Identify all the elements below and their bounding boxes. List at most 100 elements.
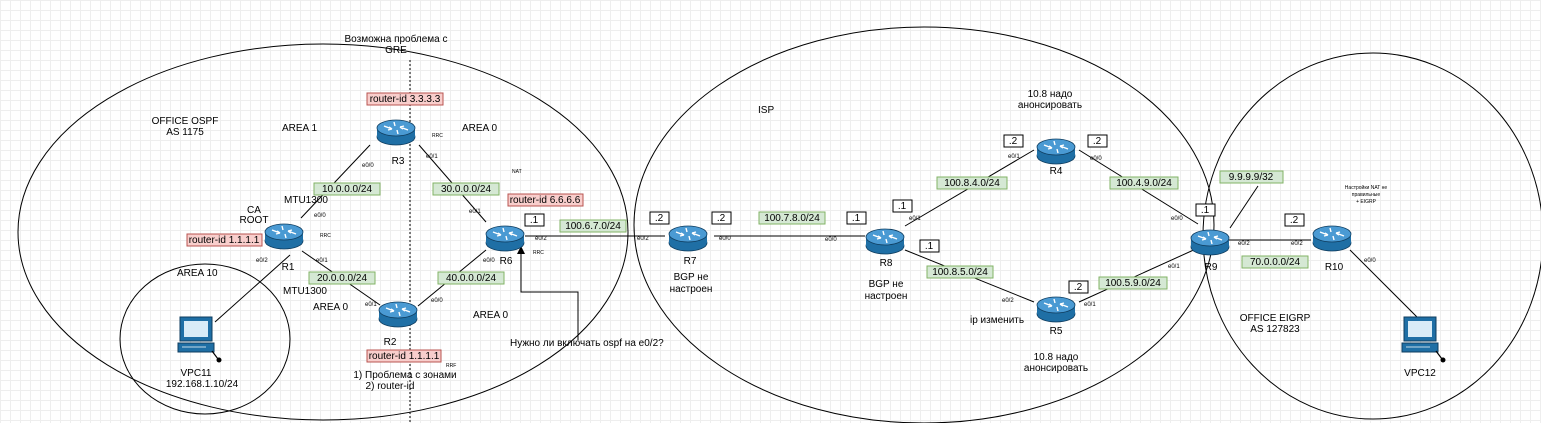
note-adv-bot-line1: 10.8 надо xyxy=(1034,352,1079,363)
router-r7-name: R7 xyxy=(684,256,697,267)
rid-r1: router-id 1.1.1.1 xyxy=(189,235,260,246)
if-r10-e00: e0/0 xyxy=(1364,258,1376,264)
area1-label: AREA 1 xyxy=(282,123,317,134)
ospf-question-arrow xyxy=(520,252,579,340)
note-nat-r10-line2: правильные xyxy=(1352,192,1381,198)
if-r2-e01: e0/1 xyxy=(365,302,377,308)
if-r9-e01: e0/1 xyxy=(1168,264,1180,270)
subnet-70: 70.0.0.0/24 xyxy=(1250,257,1300,268)
if-r7-e02: e0/2 xyxy=(637,236,649,242)
arrow-head xyxy=(517,246,525,254)
note-bgp8-line2: настроен xyxy=(865,291,908,302)
vpc11-ip: 192.168.1.10/24 xyxy=(166,379,239,390)
router-r5-name: R5 xyxy=(1050,326,1063,337)
note-nat-r10-line3: + EIGRP xyxy=(1356,199,1377,205)
router-r3-sub: RRC xyxy=(432,133,443,139)
router-r6-name: R6 xyxy=(500,256,513,267)
note-adv-top-line1: 10.8 надо xyxy=(1028,89,1073,100)
office-eigrp-area xyxy=(1202,52,1541,420)
host-r7-2b: .2 xyxy=(717,213,726,224)
subnet-100-6: 100.6.7.0/24 xyxy=(565,221,621,232)
if-r6-e00: e0/0 xyxy=(483,258,495,264)
vpc11-icon[interactable] xyxy=(177,316,223,364)
area10-circle xyxy=(119,263,291,415)
host-r8-1b: .1 xyxy=(898,201,907,212)
host-r4-2a: .2 xyxy=(1009,136,1018,147)
note-ospf-question: Нужно ли включать ospf на e0/2? xyxy=(510,338,664,349)
router-r3-icon[interactable] xyxy=(376,119,416,146)
isp-label: ISP xyxy=(758,105,774,116)
note-zones-line2: 2) router-id xyxy=(366,381,415,392)
subnet-40: 40.0.0.0/24 xyxy=(446,273,496,284)
if-r5-e01: e0/1 xyxy=(1084,302,1096,308)
note-ip-change: ip изменить xyxy=(970,315,1024,326)
router-r2-name: R2 xyxy=(384,337,397,348)
if-r6-e02: e0/2 xyxy=(535,236,547,242)
area0-br-label: AREA 0 xyxy=(473,310,508,321)
router-r10-name: R10 xyxy=(1325,262,1344,273)
router-r3-name: R3 xyxy=(392,156,405,167)
host-r6-1: .1 xyxy=(530,215,539,226)
office-ospf-area xyxy=(17,43,629,421)
router-r7-icon[interactable] xyxy=(668,225,708,252)
if-r5-e02: e0/2 xyxy=(1002,298,1014,304)
rid-r6: router-id 6.6.6.6 xyxy=(510,195,581,206)
note-nat-r10-line1: Настройки NAT не xyxy=(1345,184,1388,191)
subnet-20: 20.0.0.0/24 xyxy=(317,273,367,284)
router-r6-icon[interactable] xyxy=(485,225,525,252)
router-r6-sub: RRC xyxy=(533,250,544,256)
if-r7-e00: e0/0 xyxy=(719,236,731,242)
subnet-30: 30.0.0.0/24 xyxy=(441,184,491,195)
if-r1-e00: e0/0 xyxy=(314,213,326,219)
subnet-100-5: 100.5.9.0/24 xyxy=(1105,278,1161,289)
office-ospf-line1: OFFICE OSPF xyxy=(152,116,219,127)
router-r8-icon[interactable] xyxy=(865,228,905,255)
if-r3-e00: e0/0 xyxy=(362,163,374,169)
router-r1-sub: RRC xyxy=(320,233,331,239)
vpc11-name: VPC11 xyxy=(181,368,212,379)
subnet-10: 10.0.0.0/24 xyxy=(322,184,372,195)
subnet-9999: 9.9.9.9/32 xyxy=(1229,172,1274,183)
host-r9-1: .1 xyxy=(1201,205,1210,216)
host-r7-2a: .2 xyxy=(655,213,664,224)
if-r3-e01: e0/1 xyxy=(426,154,438,160)
router-r9-name: R9 xyxy=(1205,262,1218,273)
vpc12-icon[interactable] xyxy=(1401,316,1447,364)
router-r5-icon[interactable] xyxy=(1036,296,1076,323)
rid-r2: router-id 1.1.1.1 xyxy=(369,351,440,362)
note-gre-line1: Возможна проблема с xyxy=(344,33,447,45)
if-r9-e00: e0/0 xyxy=(1171,216,1183,222)
if-r9-e02: e0/2 xyxy=(1238,241,1250,247)
note-mtu-bot: MTU1300 xyxy=(283,286,327,297)
subnet-100-8-5: 100.8.5.0/24 xyxy=(932,267,988,278)
router-r1-icon[interactable] xyxy=(264,223,304,250)
note-ca-line2: ROOT xyxy=(240,215,269,226)
router-r2-sub: RRF xyxy=(446,363,456,369)
subnet-100-7: 100.7.8.0/24 xyxy=(764,213,820,224)
office-eigrp-line1: OFFICE EIGRP xyxy=(1240,313,1311,324)
router-r4-icon[interactable] xyxy=(1036,138,1076,165)
office-eigrp-line2: AS 127823 xyxy=(1250,324,1300,335)
router-r9-icon[interactable] xyxy=(1190,229,1230,256)
if-r8-e00: e0/0 xyxy=(825,237,837,243)
subnet-100-8-4: 100.8.4.0/24 xyxy=(944,178,1000,189)
rid-r3: router-id 3.3.3.3 xyxy=(370,94,441,105)
host-r4-2b: .2 xyxy=(1093,136,1102,147)
router-r2-icon[interactable] xyxy=(378,301,418,328)
if-r1-e01: e0/1 xyxy=(316,258,328,264)
note-nat: NAT xyxy=(512,169,522,175)
note-bgp7-line2: настроен xyxy=(670,284,713,295)
isp-area xyxy=(633,26,1215,423)
if-r10-e02: e0/2 xyxy=(1291,241,1303,247)
router-r10-icon[interactable] xyxy=(1312,225,1352,252)
note-adv-bot-line2: анонсировать xyxy=(1024,363,1088,374)
note-mtu-top: MTU1300 xyxy=(284,195,328,206)
